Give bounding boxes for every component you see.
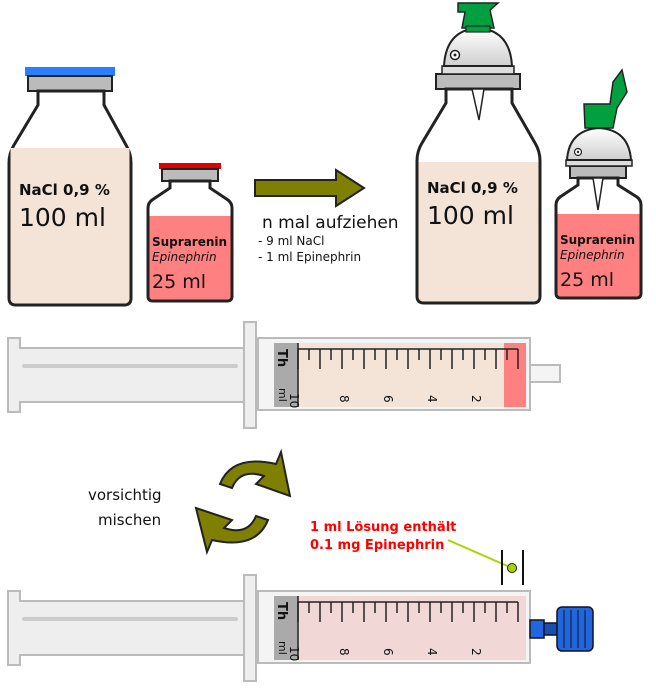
luer-cap-body <box>556 606 594 652</box>
supra-cap-left <box>159 163 221 169</box>
nacl-bottle-left: NaCl 0,9 % 100 ml <box>7 67 133 307</box>
scale-ticks-top <box>297 348 519 369</box>
nacl-name-left: NaCl 0,9 % <box>19 181 110 199</box>
scale-label-top-6: 6 <box>381 395 395 403</box>
instruction-line2: - 1 ml Epinephrin <box>258 250 361 264</box>
mix-cycle-icon <box>194 448 292 556</box>
mix-arrow-upper <box>218 448 292 498</box>
nacl-volume-left: 100 ml <box>19 203 106 232</box>
instruction-title: n mal aufziehen <box>262 213 399 233</box>
scale-label-bottom-10: 10 <box>287 646 301 661</box>
supra-name-right: Suprarenin <box>560 233 635 247</box>
scale-label-top-2: 2 <box>469 395 483 403</box>
plunger-seal-top <box>274 343 298 407</box>
scale-label-bottom-4: 4 <box>425 648 439 656</box>
spike-needle-small <box>592 177 604 211</box>
result-text-line1: 1 ml Lösung enthält <box>310 520 456 535</box>
supra-collar-right <box>569 165 627 179</box>
spike-needle-large <box>471 88 485 121</box>
nacl-collar-left <box>27 75 113 92</box>
scale-label-top-4: 4 <box>425 395 439 403</box>
nacl-volume-right: 100 ml <box>427 201 514 230</box>
tip-top <box>529 364 561 383</box>
nacl-bottle-right: NaCl 0,9 % 100 ml <box>415 2 542 305</box>
nacl-collar-right <box>435 73 521 90</box>
syringe-brand-top: Th <box>274 349 289 367</box>
scale-label-bottom-8: 8 <box>337 648 351 656</box>
scale-label-bottom-6: 6 <box>381 648 395 656</box>
supra-liquid-left <box>149 216 231 300</box>
spike-base-large <box>441 65 515 75</box>
plunger-handle-top <box>243 321 257 429</box>
mix-text-line2: mischen <box>98 511 161 529</box>
scale-label-bottom-2: 2 <box>469 648 483 656</box>
fluid-mixed-bottom <box>298 596 526 660</box>
result-text-line2: 0.1 mg Epinephrin <box>310 538 444 553</box>
nacl-liquid-left <box>10 148 130 304</box>
luer-cap-stem <box>543 622 559 636</box>
mix-text-line1: vorsichtig <box>88 486 162 504</box>
fluid-nacl-top <box>298 343 504 407</box>
result-pointer-dot <box>507 563 517 573</box>
transfer-arrow <box>254 168 366 208</box>
plunger-handle-bottom <box>243 574 257 682</box>
supra-liquid-right <box>557 214 640 297</box>
nacl-liquid-right <box>418 162 539 302</box>
spike-dome-large <box>442 26 514 67</box>
spike-vent-dot-large <box>453 53 457 57</box>
syringe-bottom: Th ml 10 8 6 4 2 <box>7 574 594 682</box>
supra-bottle-right: Suprarenin Epinephrin 25 ml <box>554 68 643 300</box>
nacl-cap-left <box>25 67 115 76</box>
supra-bottle-left: Suprarenin Epinephrin 25 ml <box>146 163 234 303</box>
supra-volume-right: 25 ml <box>560 269 614 291</box>
plunger-seal-bottom <box>274 596 298 660</box>
mix-arrow-lower <box>194 506 270 556</box>
plunger-flange-bottom <box>7 590 251 666</box>
supra-sub-left: Epinephrin <box>152 250 217 264</box>
supra-collar-left <box>161 168 219 182</box>
spike-green-cap-large <box>457 2 500 29</box>
fluid-epinephrin-top <box>504 343 526 407</box>
syringe-brand-bottom: Th <box>274 602 289 620</box>
instruction-line1: - 9 ml NaCl <box>258 234 324 248</box>
spike-vent-dot-small <box>576 150 580 154</box>
nacl-name-right: NaCl 0,9 % <box>427 179 518 197</box>
luer-tip <box>529 619 545 639</box>
scale-ticks-bottom <box>297 601 519 622</box>
spike-green-cap-small <box>583 68 628 129</box>
scale-label-top-8: 8 <box>337 395 351 403</box>
syringe-top: Th ml 10 8 6 4 2 <box>7 321 561 429</box>
supra-volume-left: 25 ml <box>152 271 206 293</box>
supra-name-left: Suprarenin <box>152 235 227 249</box>
scale-label-top-10: 10 <box>287 393 301 408</box>
syringe-unit-bottom: ml <box>276 641 289 655</box>
spike-green-stem-large <box>465 25 491 33</box>
supra-sub-right: Epinephrin <box>560 248 625 262</box>
syringe-unit-top: ml <box>276 388 289 402</box>
plunger-flange-top <box>7 337 251 413</box>
